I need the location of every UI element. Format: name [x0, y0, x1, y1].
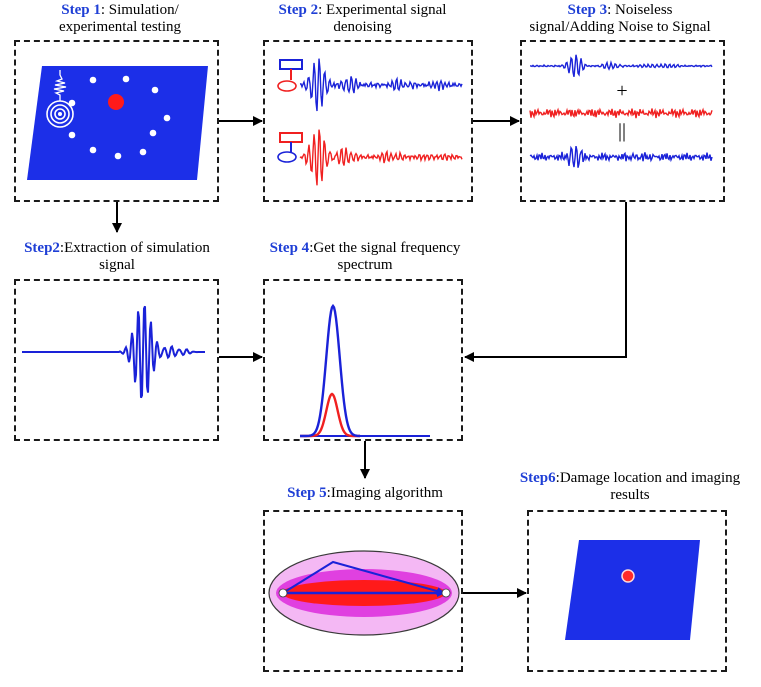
step5-label: Step 5 [287, 485, 327, 501]
damage-location [621, 569, 635, 583]
step3-text: : Noiseless [607, 2, 673, 18]
noise-signal [529, 107, 713, 120]
damage-spot [108, 94, 124, 110]
step1-label: Step 1 [61, 2, 101, 18]
imaging-ellipse [268, 550, 460, 636]
blue-plate [27, 66, 208, 180]
panel-step2b [14, 279, 219, 441]
step4-title: Step 4:Get the signal frequency spectrum [240, 240, 490, 274]
result-blue-plate [565, 540, 700, 640]
arrow-step3-to-step4 [464, 202, 627, 362]
noiseless-signal [530, 54, 713, 77]
step2b-label: Step2 [24, 240, 60, 256]
step6-title: Step6:Damage location and imaging result… [500, 470, 760, 504]
step5-title: Step 5:Imaging algorithm [245, 485, 485, 502]
step3-title: Step 3: Noiseless signal/Adding Noise to… [500, 2, 740, 36]
step1-title: Step 1: Simulation/ experimental testing [20, 2, 220, 36]
step2b-text: :Extraction of simulation [59, 240, 210, 256]
sensor-array [68, 75, 171, 160]
step2-title: Step 2: Experimental signal denoising [250, 2, 475, 36]
flow-arrows [112, 116, 627, 598]
frequency-spectrum [300, 303, 430, 438]
denoised-signal-red [299, 129, 463, 186]
noisy-signal [529, 145, 713, 168]
step5-text: :Imaging algorithm [326, 485, 443, 501]
step4-label: Step 4 [269, 240, 310, 256]
equals-symbol: || [618, 120, 626, 142]
step2-text: : Experimental signal [318, 2, 447, 18]
step1-text2: experimental testing [58, 19, 182, 35]
step3-text2: signal/Adding Noise to Signal [529, 19, 711, 35]
step3-label: Step 3 [567, 2, 608, 18]
panel-step2 [263, 40, 473, 202]
step4-text2: spectrum [337, 257, 393, 273]
denoising-signals [277, 58, 463, 186]
excitation-burst [53, 70, 67, 101]
spectrum-blue [300, 303, 361, 438]
step4-text: :Get the signal frequency [309, 240, 461, 256]
step6-label: Step6 [519, 470, 556, 486]
step2b-text2: signal [99, 257, 135, 273]
panel-step4 [263, 279, 463, 441]
plus-symbol: + [616, 80, 627, 102]
noise-addition: + || [529, 54, 713, 168]
step2b-title: Step2:Extraction of simulation signal [2, 240, 232, 274]
step6-text2: results [610, 487, 650, 503]
result-plate [565, 540, 700, 640]
spectrum-red [300, 392, 360, 438]
step6-text: :Damage location and imaging [555, 470, 741, 486]
step1-text: : Simulation/ [100, 2, 179, 18]
plate-illustration [27, 66, 208, 180]
step2-label: Step 2 [278, 2, 319, 18]
experimental-signal-blue [299, 58, 463, 112]
step2-text2: denoising [333, 19, 392, 35]
simulation-signal [22, 305, 205, 399]
